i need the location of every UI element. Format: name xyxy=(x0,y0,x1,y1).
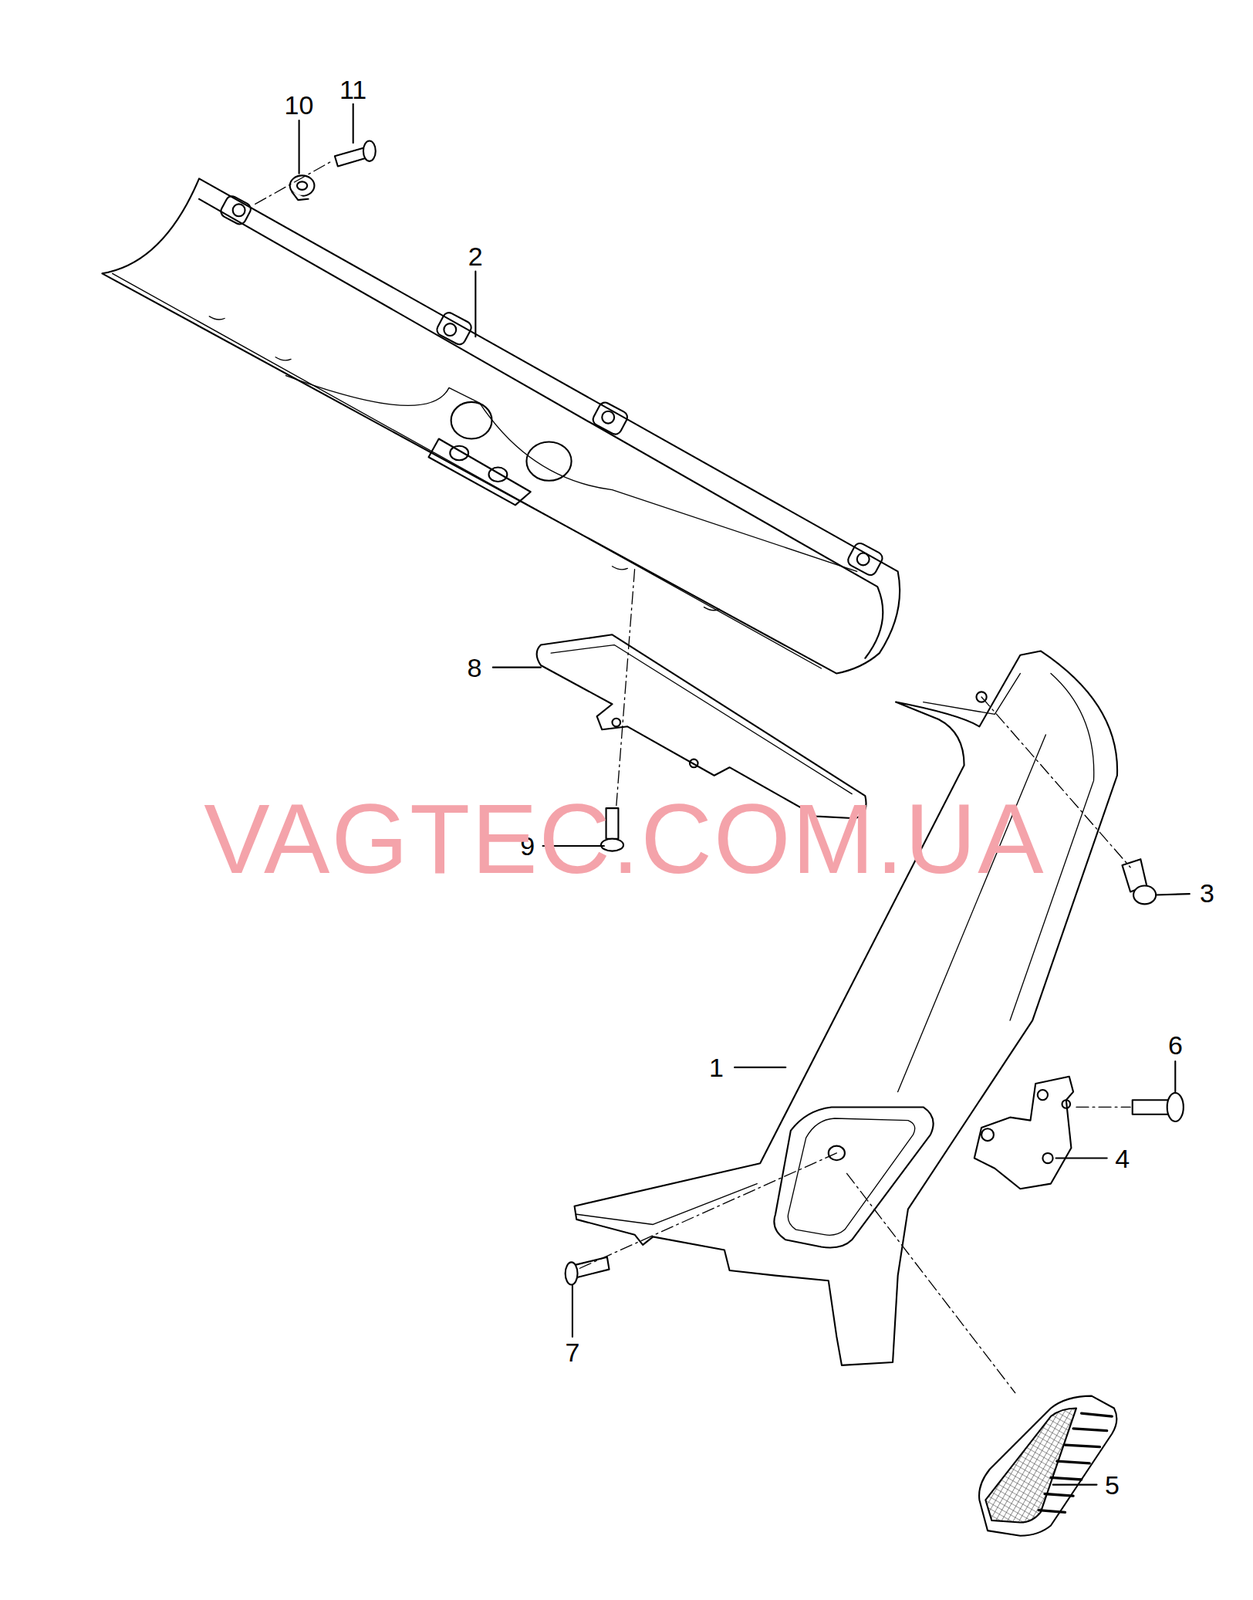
callout-number: 4 xyxy=(1114,1144,1130,1172)
callout-number: 10 xyxy=(284,91,315,119)
callout-number: 3 xyxy=(1199,879,1215,906)
callout-number: 1 xyxy=(709,1053,724,1081)
callout-number: 2 xyxy=(468,243,483,270)
callout-number: 8 xyxy=(466,654,482,681)
callout-number: 11 xyxy=(339,76,367,103)
callout-number: 6 xyxy=(1168,1031,1183,1058)
callout-number: 5 xyxy=(1104,1471,1120,1498)
watermark: VAGTEC.COM.UA xyxy=(203,789,1045,889)
callout-number: 7 xyxy=(564,1338,580,1365)
